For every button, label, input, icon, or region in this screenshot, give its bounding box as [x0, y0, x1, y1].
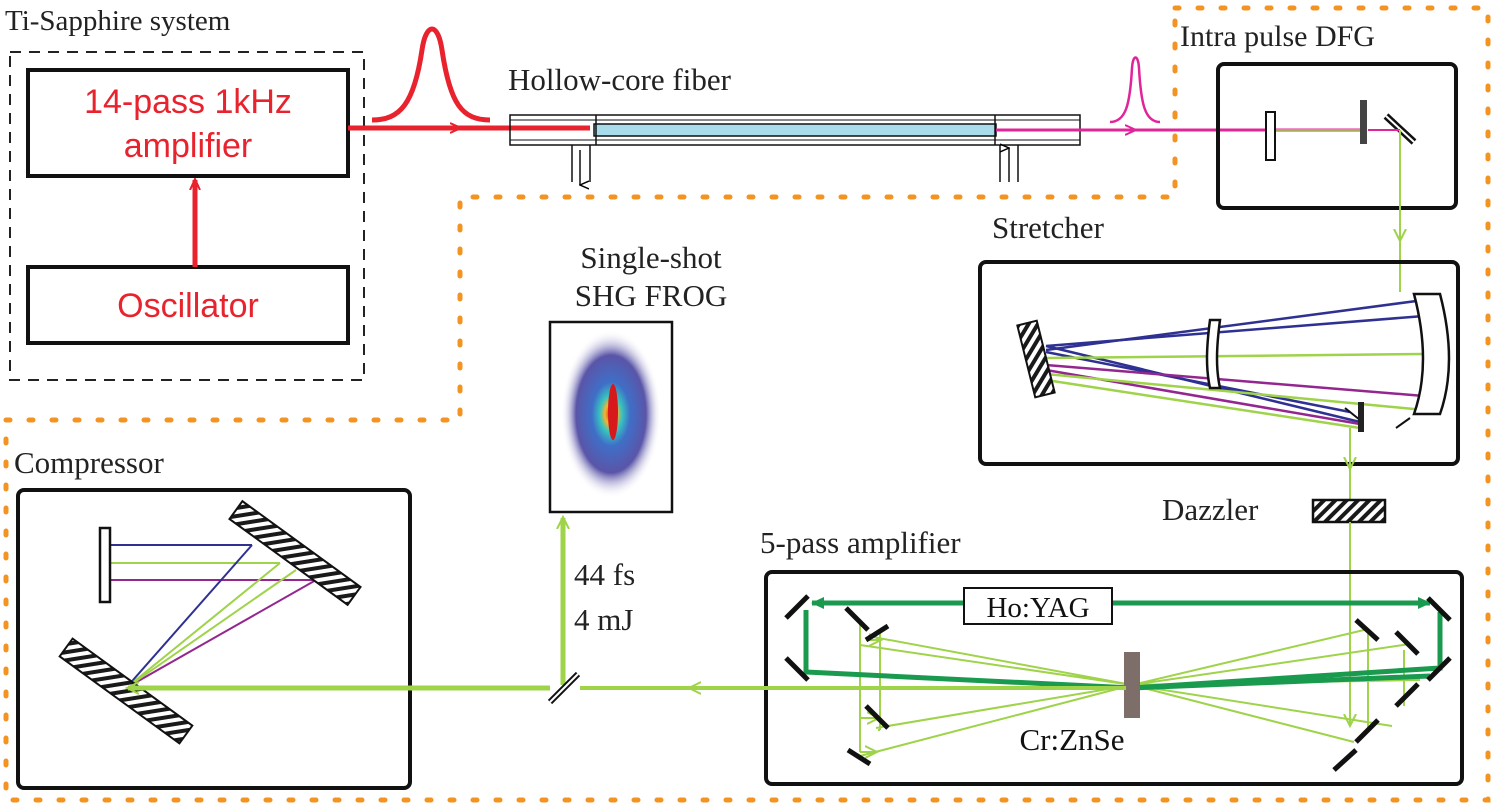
ti-sapphire-system: Ti-Sapphire system 14-pass 1kHz amplifie… — [5, 5, 365, 381]
five-pass-amplifier: 5-pass amplifier — [580, 525, 1464, 786]
frog-label-line2: SHG FROG — [575, 278, 727, 313]
stretcher-concave-mirror — [1412, 292, 1451, 416]
compressor: Compressor — [14, 445, 550, 790]
ho-yag-label-box — [963, 587, 1113, 625]
multipass-mirrors — [784, 594, 1452, 772]
stretcher-lens — [1205, 318, 1222, 390]
broad-pulse-shape — [371, 26, 491, 123]
ho-yag-label: Ho:YAG — [986, 592, 1089, 624]
oscillator-box — [26, 265, 350, 345]
outer-dotted-border — [3, 5, 1491, 803]
pulse-duration-label: 44 fs — [574, 557, 635, 592]
hollow-core-fiber: Hollow-core fiber — [508, 62, 1081, 185]
amplifier-box — [26, 68, 350, 178]
amplifier-label-line1: 14-pass 1kHz — [84, 83, 292, 121]
cr-znse-label: Cr:ZnSe — [1019, 722, 1124, 757]
dazzler-crystal — [1311, 498, 1387, 524]
compressor-grating-bottom — [58, 637, 194, 745]
five-pass-amplifier-label: 5-pass amplifier — [760, 525, 961, 560]
compressor-end-mirror — [98, 526, 112, 604]
stretcher-grating — [1016, 319, 1056, 399]
compressor-grating-top — [228, 499, 362, 607]
cr-znse-crystal — [1124, 652, 1140, 718]
frog-label-line1: Single-shot — [580, 240, 722, 275]
stretcher-label: Stretcher — [992, 210, 1105, 245]
stretcher: Stretcher — [978, 210, 1460, 500]
dfg-crystal — [1265, 111, 1276, 161]
intra-pulse-dfg: Intra pulse DFG — [1180, 20, 1458, 292]
dazzler: Dazzler — [1162, 492, 1387, 725]
frog: Single-shot SHG FROG 44 fs 4 mJ — [547, 240, 727, 705]
amplifier-label-line2: amplifier — [124, 127, 252, 165]
ti-sapphire-title: Ti-Sapphire system — [5, 5, 231, 37]
pulse-energy-label: 4 mJ — [574, 602, 633, 637]
intra-pulse-dfg-label: Intra pulse DFG — [1180, 20, 1375, 53]
oscillator-label: Oscillator — [117, 287, 259, 325]
hollow-core-fiber-label: Hollow-core fiber — [508, 62, 732, 97]
dfg-filter — [1360, 100, 1367, 144]
input-pulse — [348, 26, 590, 128]
stretcher-rays — [1045, 298, 1425, 430]
dazzler-label: Dazzler — [1162, 492, 1259, 527]
pump-beam — [803, 597, 1443, 691]
narrow-pulse-shape — [1109, 56, 1161, 124]
compressor-label: Compressor — [14, 445, 165, 480]
compressed-pulse — [996, 56, 1360, 131]
fiber-core — [593, 123, 997, 137]
